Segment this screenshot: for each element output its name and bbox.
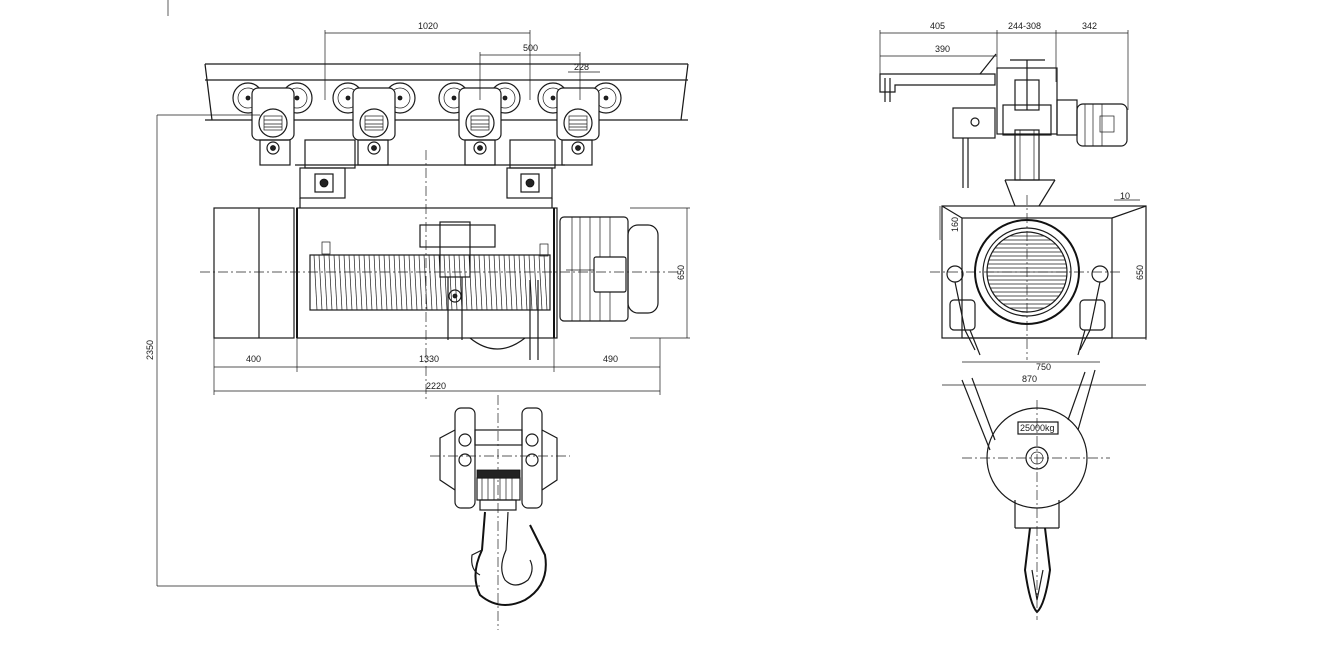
dim-1330: 1330 xyxy=(419,354,439,364)
drum-groove xyxy=(428,254,433,311)
drum-groove xyxy=(488,254,493,311)
trolley-wheel-unit-3 xyxy=(438,82,521,155)
trolley-wheel-unit-1 xyxy=(232,82,313,155)
dim-244-308: 244-308 xyxy=(1008,21,1041,31)
side-hook xyxy=(1023,527,1052,614)
hoist-end-housing xyxy=(941,205,1147,356)
drum-groove xyxy=(443,254,448,311)
drum-groove xyxy=(383,254,388,311)
dim-650-side: 650 xyxy=(1135,265,1145,280)
hoist-ropes xyxy=(961,369,1096,451)
dim-10: 10 xyxy=(1120,191,1130,201)
motor xyxy=(559,216,659,322)
drum-groove xyxy=(388,254,393,311)
drum-groove xyxy=(398,254,403,311)
dim-228: 228 xyxy=(574,62,589,72)
dim-400: 400 xyxy=(246,354,261,364)
drum-groove xyxy=(483,254,488,311)
dim-2220: 2220 xyxy=(426,381,446,391)
hook-block xyxy=(439,407,558,511)
drum-groove xyxy=(403,254,408,311)
front-dimensions xyxy=(156,30,690,587)
dim-405: 405 xyxy=(930,21,945,31)
trolley-wheel-unit-2 xyxy=(332,82,416,155)
buffer-arm xyxy=(879,53,997,102)
trolley-side xyxy=(952,59,1128,207)
dim-2350: 2350 xyxy=(145,340,155,360)
drum-groove xyxy=(533,254,538,311)
dim-390: 390 xyxy=(935,44,950,54)
drum-groove xyxy=(363,254,368,311)
dim-490: 490 xyxy=(603,354,618,364)
drum-groove xyxy=(518,254,523,311)
dim-342: 342 xyxy=(1082,21,1097,31)
drum-groove xyxy=(378,254,383,311)
drum-groove xyxy=(313,254,318,311)
drum-groove xyxy=(353,254,358,311)
drum-groove xyxy=(498,254,503,311)
side-dimensions xyxy=(879,30,1147,386)
drum-groove xyxy=(538,254,543,311)
drum-groove xyxy=(418,254,423,311)
trolley-wheel-unit-4 xyxy=(537,82,622,155)
side-view: 405 244-308 342 390 10 160 650 750 870 xyxy=(879,21,1147,620)
dim-750: 750 xyxy=(1036,362,1051,372)
dim-500: 500 xyxy=(523,43,538,53)
drum-groove xyxy=(473,254,478,311)
drum-groove xyxy=(328,254,333,311)
drum-grooves xyxy=(313,254,548,311)
drum-groove xyxy=(413,254,418,311)
trolley-frame xyxy=(259,139,593,208)
drum-groove xyxy=(423,254,428,311)
drum-groove xyxy=(523,254,528,311)
hoist-body xyxy=(213,207,659,360)
drum-groove xyxy=(513,254,518,311)
drum-groove xyxy=(333,254,338,311)
drum-groove xyxy=(348,254,353,311)
drum-groove xyxy=(338,254,343,311)
drum-groove xyxy=(493,254,498,311)
dim-870: 870 xyxy=(1022,374,1037,384)
drum-groove xyxy=(368,254,373,311)
drum-groove xyxy=(358,254,363,311)
drum-groove xyxy=(408,254,413,311)
drum-groove xyxy=(543,254,548,311)
front-view: 1020 500 228 400 1330 490 2220 650 2350 xyxy=(145,21,690,630)
dim-650-front: 650 xyxy=(676,265,686,280)
dim-160: 160 xyxy=(950,217,960,232)
drum-groove xyxy=(343,254,348,311)
drum-groove xyxy=(508,254,513,311)
drum-groove xyxy=(503,254,508,311)
drum-groove xyxy=(478,254,483,311)
dim-1020: 1020 xyxy=(418,21,438,31)
drum-groove xyxy=(433,254,438,311)
rope-drum xyxy=(309,254,551,311)
hook xyxy=(471,511,547,606)
drum-groove xyxy=(463,254,468,311)
drum-groove xyxy=(453,254,458,311)
drum-groove xyxy=(448,254,453,311)
drum-groove xyxy=(393,254,398,311)
drum-groove xyxy=(318,254,323,311)
drum-groove xyxy=(373,254,378,311)
drum-groove xyxy=(323,254,328,311)
